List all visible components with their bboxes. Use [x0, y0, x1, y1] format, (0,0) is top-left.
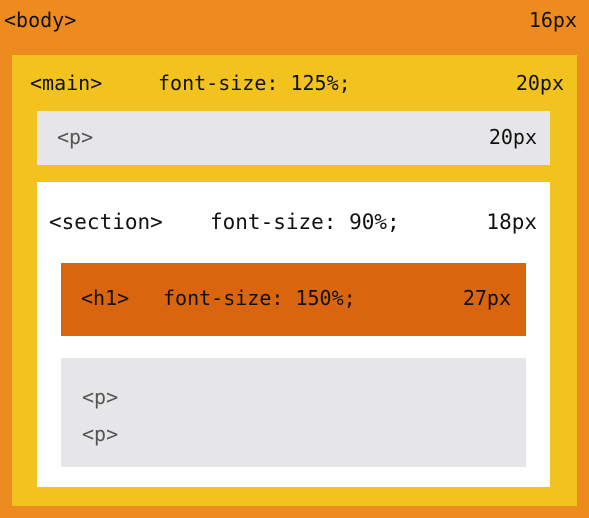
main-font-size-rule: font-size: 125%; [158, 71, 351, 95]
paragraph-box [37, 111, 550, 165]
main-computed-size: 20px [515, 71, 564, 95]
h1-box [61, 263, 526, 336]
section-tag-label: <section> [49, 210, 163, 234]
h1-computed-size: 27px [462, 286, 511, 310]
h1-tag-label: <h1> [81, 286, 130, 310]
section-computed-size: 18px [486, 210, 537, 234]
h1-font-size-rule: font-size: 150%; [163, 286, 356, 310]
paragraph-computed-size: 20px [488, 125, 537, 149]
section-font-size-rule: font-size: 90%; [210, 210, 400, 234]
paragraph-tag-label: <p> [82, 385, 119, 409]
paragraph-tag-label: <p> [82, 422, 119, 446]
main-tag-label: <main> [30, 71, 103, 95]
body-computed-size: 16px [528, 8, 577, 32]
body-tag-label: <body> [4, 8, 77, 32]
paragraph-group-box [61, 358, 526, 467]
paragraph-tag-label: <p> [57, 125, 94, 149]
